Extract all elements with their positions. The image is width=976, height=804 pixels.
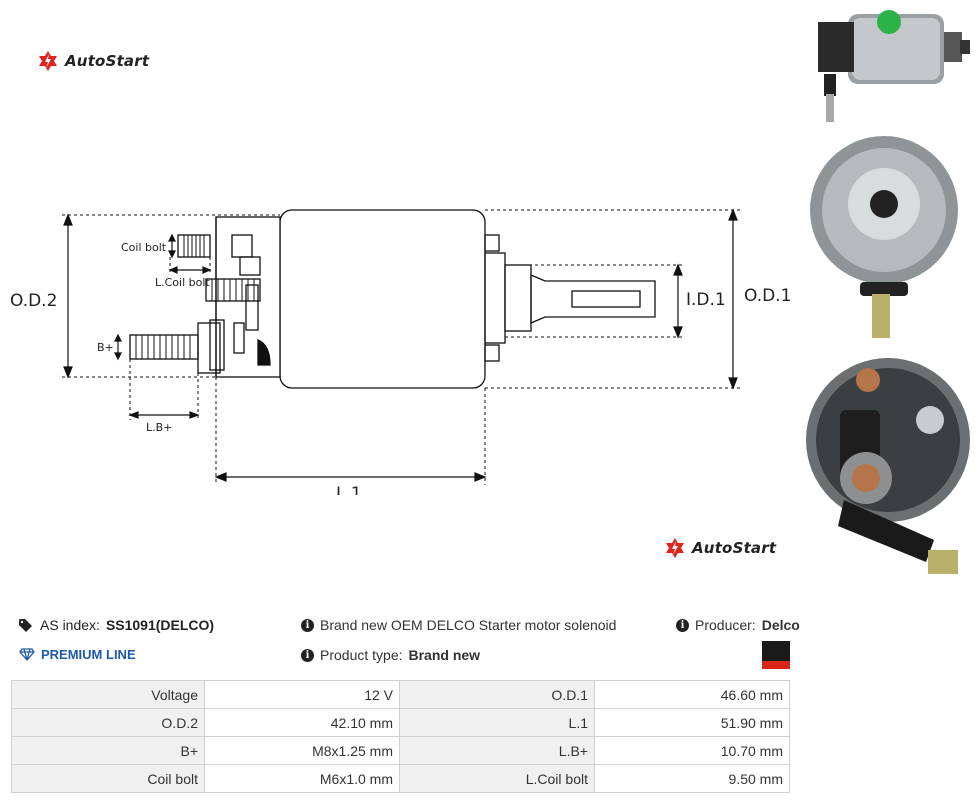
label-od1: O.D.1: [744, 286, 790, 306]
spec-label: O.D.1: [399, 680, 595, 709]
spec-value: 42.10 mm: [204, 708, 400, 737]
premium-line-label: PREMIUM LINE: [41, 647, 136, 662]
premium-line-badge[interactable]: PREMIUM LINE: [19, 647, 136, 662]
as-index-value: SS1091(DELCO): [105, 617, 215, 633]
spec-value: M6x1.0 mm: [204, 764, 400, 793]
producer-value[interactable]: Delco: [761, 617, 800, 633]
table-row: B+ M8x1.25 mm L.B+ 10.70 mm: [11, 736, 790, 765]
brand-logo-secondary: AutoStart: [664, 537, 776, 559]
spec-value: M8x1.25 mm: [204, 736, 400, 765]
producer-label: Producer:: [695, 617, 756, 633]
autostart-logo-icon: [666, 538, 684, 558]
autostart-logo-icon: [39, 51, 57, 71]
spec-label: L.1: [399, 708, 595, 737]
brand-name: AutoStart: [65, 52, 150, 70]
table-row: O.D.2 42.10 mm L.1 51.90 mm: [11, 708, 790, 737]
spec-value: 46.60 mm: [594, 680, 790, 709]
spec-label: L.B+: [399, 736, 595, 765]
label-b-plus: B+: [97, 341, 114, 354]
table-row: Coil bolt M6x1.0 mm L.Coil bolt 9.50 mm: [11, 764, 790, 793]
product-type-label: Product type:: [320, 647, 403, 663]
brand-logo: AutoStart: [37, 50, 149, 72]
spec-label: B+: [11, 736, 205, 765]
label-l-b-plus: L.B+: [146, 421, 172, 434]
product-type-value: Brand new: [408, 647, 481, 663]
spec-value: 12 V: [204, 680, 400, 709]
label-id1: I.D.1: [686, 290, 726, 310]
product-type: i Product type: Brand new: [301, 647, 480, 663]
info-icon: i: [301, 618, 314, 632]
label-coil-bolt: Coil bolt: [121, 241, 167, 254]
label-od2: O.D.2: [10, 291, 57, 311]
spec-value: 9.50 mm: [594, 764, 790, 793]
producer-flag-icon: [762, 641, 790, 669]
product-description: i Brand new OEM DELCO Starter motor sole…: [301, 617, 616, 633]
spec-label: Voltage: [11, 680, 205, 709]
specs-table: Voltage 12 V O.D.1 46.60 mm O.D.2 42.10 …: [11, 680, 790, 793]
info-icon: i: [676, 618, 689, 632]
label-l-coil-bolt: L.Coil bolt: [155, 276, 210, 289]
diamond-icon: [19, 648, 35, 661]
as-index-label: AS index:: [40, 617, 100, 633]
spec-value: 51.90 mm: [594, 708, 790, 737]
spec-value: 10.70 mm: [594, 736, 790, 765]
table-row: Voltage 12 V O.D.1 46.60 mm: [11, 680, 790, 709]
producer: i Producer: Delco: [676, 617, 800, 633]
label-l1: L.1: [336, 484, 362, 495]
spec-label: L.Coil bolt: [399, 764, 595, 793]
brand-name: AutoStart: [692, 539, 777, 557]
technical-drawing: O.D.2 O.D.1 I.D.1 L.1 Coil bolt L.Coil b…: [10, 208, 790, 495]
tag-icon: [19, 618, 32, 632]
product-photo-back[interactable]: [804, 350, 974, 606]
product-photo-front[interactable]: [804, 132, 974, 344]
info-icon: i: [301, 648, 314, 662]
spec-label: O.D.2: [11, 708, 205, 737]
description-text: Brand new OEM DELCO Starter motor soleno…: [320, 617, 617, 633]
spec-label: Coil bolt: [11, 764, 205, 793]
as-index: AS index: SS1091(DELCO): [19, 617, 214, 633]
product-photo-side[interactable]: [804, 2, 974, 126]
